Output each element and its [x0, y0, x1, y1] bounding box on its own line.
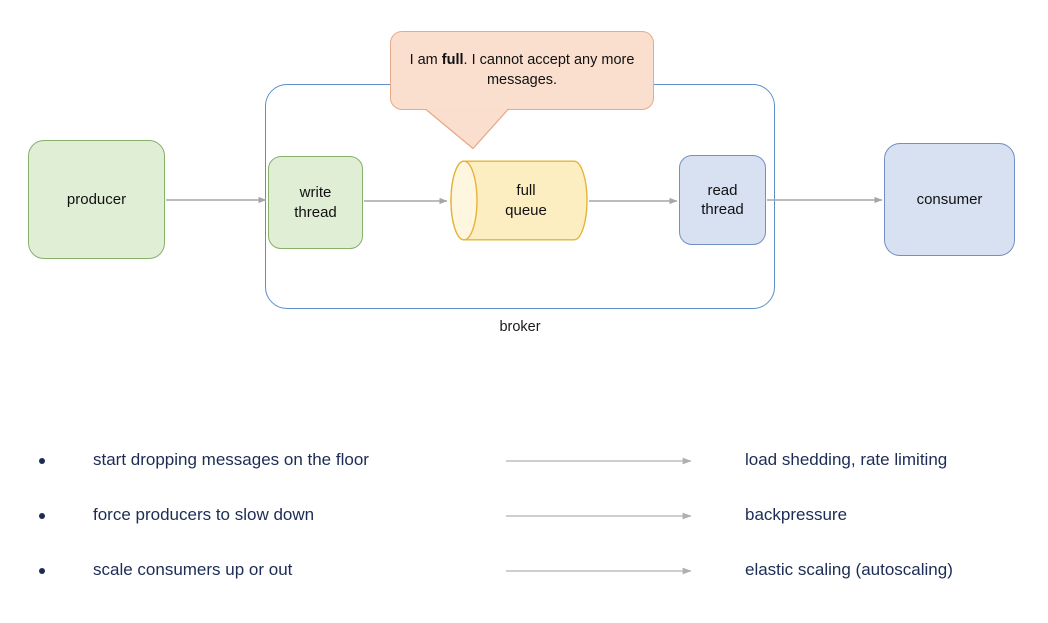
strategy-row: scale consumers up or out elastic scalin…: [0, 560, 1048, 590]
strategy-row: force producers to slow down backpressur…: [0, 505, 1048, 535]
node-write-thread-line2: thread: [294, 203, 337, 221]
broker-label: broker: [499, 319, 541, 335]
node-read-thread-line2: thread: [701, 201, 744, 218]
node-write-thread-line1: write: [299, 184, 332, 202]
node-read-thread-line1: read: [707, 181, 738, 199]
strategy-result: backpressure: [745, 505, 848, 524]
node-full-queue-label: full queue: [464, 160, 588, 241]
strategy-action: start dropping messages on the floor: [93, 450, 369, 469]
bullet-icon: [39, 568, 45, 574]
strategy-action: scale consumers up or out: [93, 560, 293, 579]
node-full-queue-line2: queue: [505, 201, 547, 219]
callout-text-before: I am: [409, 51, 442, 68]
callout-bubble-text: I am full. I cannot accept any more mess…: [407, 51, 637, 90]
callout-text-after: . I cannot accept any more messages.: [463, 51, 635, 88]
callout-text-bold: full: [441, 51, 464, 68]
callout-bubble-tail: [425, 107, 509, 150]
node-write-thread-label: write thread: [294, 183, 337, 221]
strategy-arrow: [506, 512, 692, 520]
node-write-thread[interactable]: write thread: [268, 156, 363, 249]
node-producer[interactable]: producer: [28, 140, 165, 259]
strategy-arrow: [506, 567, 692, 575]
node-consumer-label: consumer: [916, 190, 983, 208]
bullet-icon: [39, 458, 45, 464]
node-producer-label: producer: [66, 190, 127, 208]
flow-arrows: [166, 196, 883, 205]
strategy-row: start dropping messages on the floor loa…: [0, 450, 1048, 480]
bullet-icon: [39, 513, 45, 519]
strategy-arrow: [506, 457, 692, 465]
node-full-queue[interactable]: full queue: [450, 160, 588, 241]
strategy-result: load shedding, rate limiting: [745, 450, 948, 469]
node-full-queue-line1: full: [516, 182, 536, 199]
node-consumer[interactable]: consumer: [884, 143, 1015, 256]
strategy-action: force producers to slow down: [93, 505, 315, 524]
strategy-result: elastic scaling (autoscaling): [745, 560, 953, 579]
node-read-thread-label: read thread: [701, 181, 744, 219]
cylinder-shape: [450, 160, 588, 241]
callout-bubble: I am full. I cannot accept any more mess…: [390, 31, 654, 110]
node-read-thread[interactable]: read thread: [679, 155, 766, 245]
